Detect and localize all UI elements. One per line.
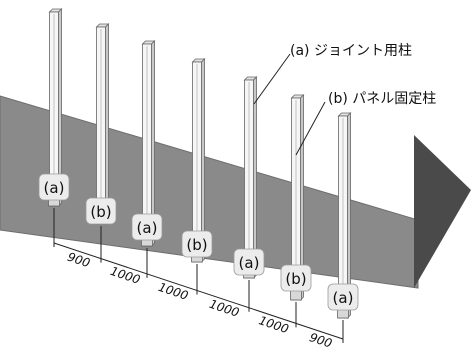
post-type-tag: (a): [131, 213, 163, 241]
callout-panel-column: (b) パネル固定柱: [328, 91, 436, 107]
post-type-tag-box: [131, 213, 163, 241]
spacing-label: 900: [66, 250, 92, 271]
post-side: [253, 76, 257, 279]
post-side: [105, 23, 109, 225]
post-type-tag-box: [327, 283, 359, 311]
post-3: (a): [131, 40, 163, 247]
post-1: (a): [38, 8, 70, 207]
post-type-tag-label: (b): [285, 270, 306, 288]
post-type-tag-box: [85, 197, 117, 225]
post-type-tag: (b): [181, 230, 213, 258]
spacing-label: 1000: [109, 264, 143, 287]
post-type-tag: (b): [85, 197, 117, 225]
post-type-tag-label: (b): [90, 203, 111, 221]
callout-joint-column: (a) ジョイント用柱: [290, 43, 412, 59]
post-7: (a): [327, 112, 359, 319]
post-type-tag-label: (b): [186, 236, 207, 254]
post-5: (a): [233, 76, 265, 279]
callout-leader-joint: [253, 53, 291, 105]
post-type-tag-label: (a): [44, 179, 65, 197]
spacing-label: 900: [308, 330, 334, 351]
spacing-label: 1000: [257, 313, 291, 336]
callout-leader-panel: [295, 101, 326, 156]
spacing-label: 1000: [208, 297, 242, 320]
post-type-tag-label: (a): [239, 254, 260, 272]
post-type-tag: (a): [327, 283, 359, 311]
posts-layer: (a) (b) (a) (b) (a) (b) (a): [38, 8, 359, 319]
post-type-tag-box: [181, 230, 213, 258]
post-type-tag: (a): [38, 173, 70, 201]
post-type-tag-box: [280, 264, 312, 292]
post-type-tag: (b): [280, 264, 312, 292]
post-type-tag-box: [38, 173, 70, 201]
post-type-tag-label: (a): [137, 219, 158, 237]
post-4: (b): [181, 58, 213, 263]
dimension-line: [53, 242, 344, 340]
spacing-label: 1000: [157, 280, 191, 303]
right-arrow-icon: [414, 135, 471, 288]
post-type-tag: (a): [233, 248, 265, 276]
post-type-tag-label: (a): [333, 289, 354, 307]
post-2: (b): [85, 23, 117, 225]
post-type-tag-box: [233, 248, 265, 276]
